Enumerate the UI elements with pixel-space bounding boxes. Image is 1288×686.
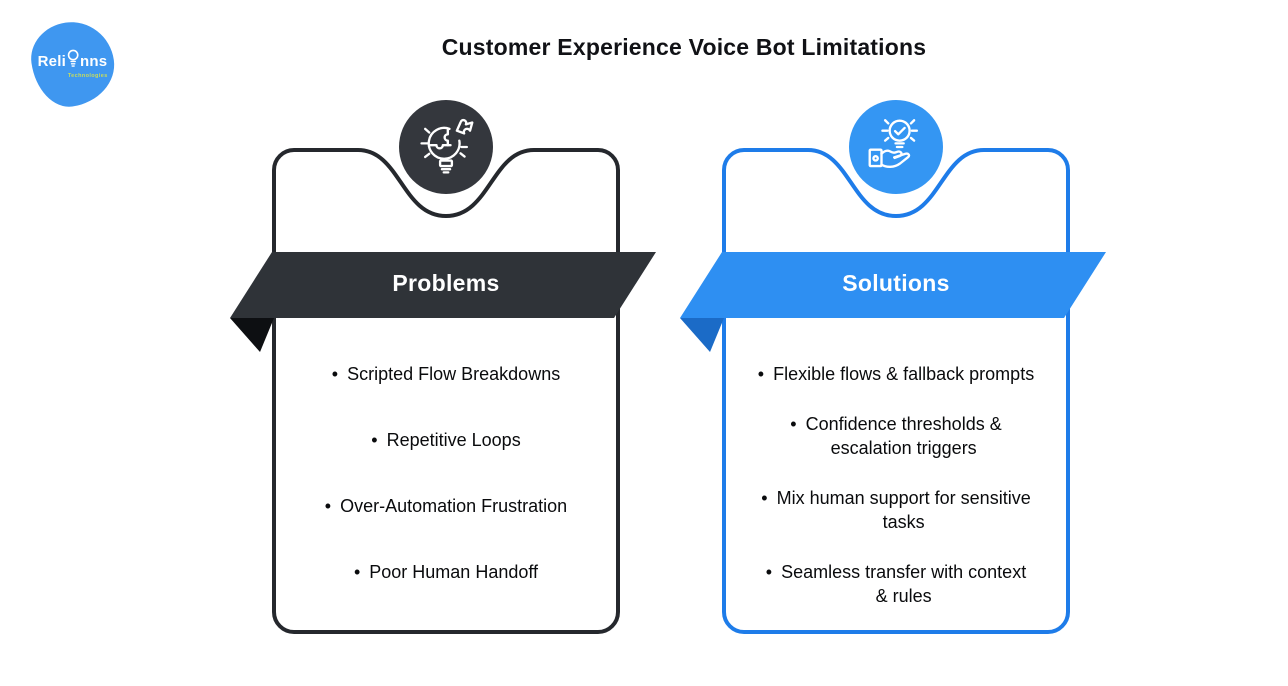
list-item: • Poor Human Handoff <box>353 562 539 582</box>
bullet-icon: • <box>331 364 339 384</box>
solutions-heading: Solutions <box>842 269 950 296</box>
solutions-ribbon <box>680 252 1106 352</box>
puzzle-lightbulb-icon <box>420 118 474 174</box>
bullet-icon: • <box>790 414 797 434</box>
solutions-list: • Flexible flows & fallback prompts • Co… <box>722 362 1070 608</box>
ribbon-banner <box>230 252 656 318</box>
problems-badge <box>399 100 493 194</box>
bullet-icon: • <box>761 488 768 508</box>
bullet-icon: • <box>324 496 332 516</box>
card-outline <box>722 148 1070 634</box>
relinns-logo: Reli nns Technologies <box>26 16 120 112</box>
bullet-icon: • <box>765 562 773 582</box>
bullet-icon: • <box>757 364 765 384</box>
ribbon-banner <box>680 252 1106 318</box>
problems-heading: Problems <box>392 269 500 296</box>
logo-wordmark: Reli nns <box>38 49 107 74</box>
hand-lightbulb-icon <box>868 119 919 169</box>
bullet-icon: • <box>371 430 378 450</box>
card-outline <box>272 148 620 634</box>
problems-card: Problems • Scripted Flow Breakdowns • Re… <box>230 96 660 656</box>
bullet-icon: • <box>353 562 361 582</box>
list-item: • Confidence thresholds & escalation tri… <box>790 414 1002 458</box>
problems-list: • Scripted Flow Breakdowns • Repetitive … <box>272 362 620 584</box>
solutions-badge <box>849 100 943 194</box>
ribbon-fold <box>680 318 724 352</box>
logo-tagline: Technologies <box>67 73 108 80</box>
list-item: • Seamless transfer with context & rules <box>765 562 1027 606</box>
list-item: • Repetitive Loops <box>371 430 521 450</box>
solutions-card: Solutions • Flexible flows & fallback pr… <box>680 96 1110 656</box>
ribbon-fold <box>230 318 274 352</box>
lightbulb-icon <box>67 49 79 67</box>
page-title: Customer Experience Voice Bot Limitation… <box>441 34 927 60</box>
list-item: • Scripted Flow Breakdowns <box>331 364 561 384</box>
list-item: • Over-Automation Frustration <box>324 496 568 516</box>
list-item: • Mix human support for sensitive tasks <box>761 488 1031 532</box>
problems-ribbon <box>230 252 656 352</box>
list-item: • Flexible flows & fallback prompts <box>757 364 1035 384</box>
